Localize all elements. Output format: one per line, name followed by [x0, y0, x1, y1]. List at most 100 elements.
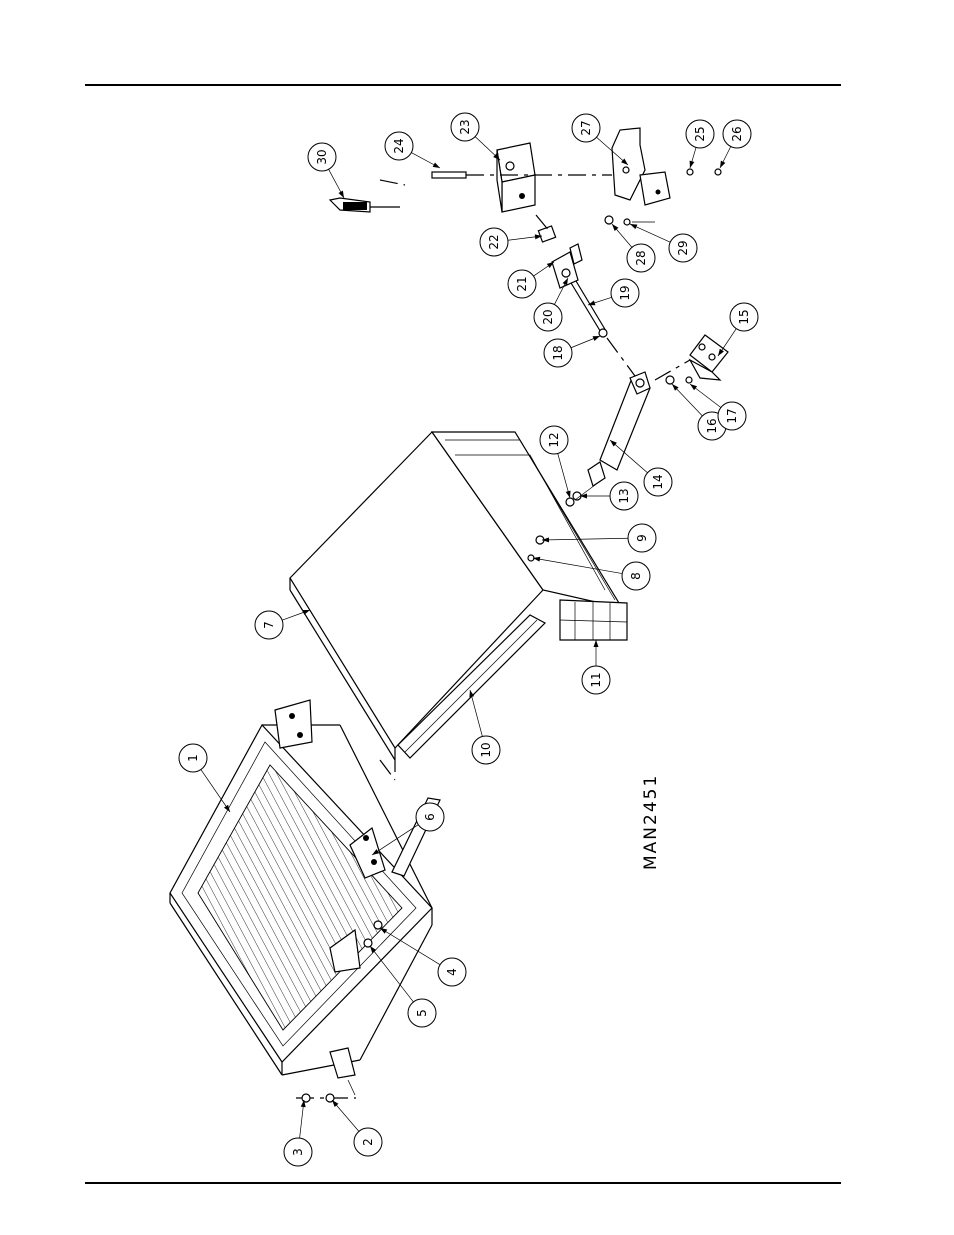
callout-leader-16	[671, 383, 703, 417]
callout-circle-9	[627, 523, 657, 553]
callout-27: 27	[571, 113, 629, 166]
callout-leader-5	[369, 945, 414, 1003]
callout-24: 24	[384, 131, 441, 169]
linkage-assembly	[537, 225, 608, 338]
callout-arrow-23	[493, 153, 500, 160]
callout-4: 4	[379, 927, 467, 987]
callout-21: 21	[507, 261, 555, 299]
callout-number-7: 7	[262, 621, 276, 629]
callout-number-2: 2	[361, 1138, 375, 1146]
callout-15: 15	[717, 302, 759, 357]
callout-arrow-19	[588, 300, 596, 306]
callout-leader-6	[371, 824, 419, 856]
callout-number-30: 30	[315, 149, 329, 164]
header-rule	[85, 84, 841, 86]
callout-arrow-4	[380, 928, 388, 934]
callout-number-24: 24	[392, 138, 406, 153]
callout-leader-4	[379, 927, 441, 965]
callout-arrow-24	[432, 162, 440, 168]
callout-arrow-17	[690, 384, 698, 391]
callout-19: 19	[587, 278, 640, 308]
callout-arrow-3	[300, 1100, 306, 1108]
callout-6: 6	[371, 802, 445, 856]
callout-number-11: 11	[589, 672, 603, 687]
callout-arrow-27	[621, 158, 628, 165]
callout-number-18: 18	[551, 345, 565, 360]
callout-29: 29	[629, 223, 698, 263]
callout-leader-8	[532, 557, 623, 574]
callout-circle-10	[471, 735, 501, 765]
callout-5: 5	[369, 945, 437, 1028]
callout-arrow-25	[689, 160, 695, 168]
fasteners-2-3	[301, 1093, 335, 1103]
callout-circle-24	[384, 131, 414, 161]
callout-circle-2	[353, 1127, 383, 1157]
callout-number-27: 27	[579, 120, 593, 135]
callout-26: 26	[719, 119, 752, 169]
callout-11: 11	[581, 640, 611, 695]
callout-circle-4	[437, 957, 467, 987]
gas-strut-assembly	[565, 371, 651, 507]
callout-leader-12	[557, 453, 571, 499]
callout-number-23: 23	[458, 119, 472, 134]
callout-leader-29	[629, 223, 671, 243]
hinge-bracket-assembly	[665, 334, 729, 385]
callout-circle-30	[307, 142, 337, 172]
callout-arrow-22	[534, 234, 542, 240]
callout-arrow-14	[610, 440, 617, 447]
callout-circle-17	[717, 401, 747, 431]
callout-arrow-7	[302, 610, 310, 615]
callout-7: 7	[254, 609, 311, 640]
callout-arrow-20	[562, 278, 568, 286]
callout-arrow-30	[338, 190, 344, 198]
callout-balloons: 1234567891011121314151617181920212223242…	[178, 112, 759, 1167]
callout-number-4: 4	[445, 968, 459, 976]
callout-3: 3	[283, 1099, 313, 1167]
callout-8: 8	[532, 556, 651, 591]
callout-14: 14	[609, 439, 673, 497]
callout-circle-27	[571, 113, 601, 143]
callout-circle-26	[722, 119, 752, 149]
callout-circle-14	[643, 467, 673, 497]
drawing-number: MAN2451	[641, 774, 661, 870]
callout-arrow-1	[223, 804, 230, 812]
callout-circle-8	[621, 561, 651, 591]
callout-arrow-6	[372, 849, 380, 855]
callout-circle-18	[543, 338, 573, 368]
callout-number-6: 6	[423, 813, 437, 821]
callout-arrow-5	[370, 946, 377, 954]
callout-number-19: 19	[618, 285, 632, 300]
callout-9: 9	[541, 523, 657, 553]
callout-18: 18	[543, 335, 601, 368]
callout-number-9: 9	[635, 534, 649, 542]
callout-arrow-18	[592, 336, 600, 341]
callout-number-13: 13	[617, 488, 631, 503]
callout-22: 22	[479, 227, 543, 257]
callout-circle-19	[610, 278, 640, 308]
callout-circle-12	[539, 425, 569, 455]
callout-number-1: 1	[186, 754, 200, 762]
callout-arrow-11	[593, 640, 599, 647]
callout-16: 16	[671, 383, 727, 441]
callout-number-16: 16	[705, 418, 719, 433]
callout-number-10: 10	[479, 742, 493, 757]
callout-number-15: 15	[737, 309, 751, 324]
callout-number-21: 21	[515, 276, 529, 291]
callout-arrow-12	[565, 490, 571, 498]
callout-arrow-29	[630, 224, 638, 230]
callout-number-3: 3	[291, 1148, 305, 1156]
callout-30: 30	[307, 142, 345, 199]
callout-arrow-8	[533, 556, 541, 562]
callout-arrow-15	[718, 348, 724, 356]
callout-circle-1	[178, 743, 208, 773]
callout-circle-3	[283, 1137, 313, 1167]
callout-arrow-21	[546, 262, 554, 269]
callout-number-28: 28	[634, 250, 648, 265]
callout-leader-9	[541, 537, 629, 541]
callout-circle-7	[254, 610, 284, 640]
callout-number-8: 8	[629, 572, 643, 580]
door-panel-assembly	[289, 431, 628, 772]
callout-number-17: 17	[725, 408, 739, 423]
footer-rule	[85, 1182, 841, 1184]
